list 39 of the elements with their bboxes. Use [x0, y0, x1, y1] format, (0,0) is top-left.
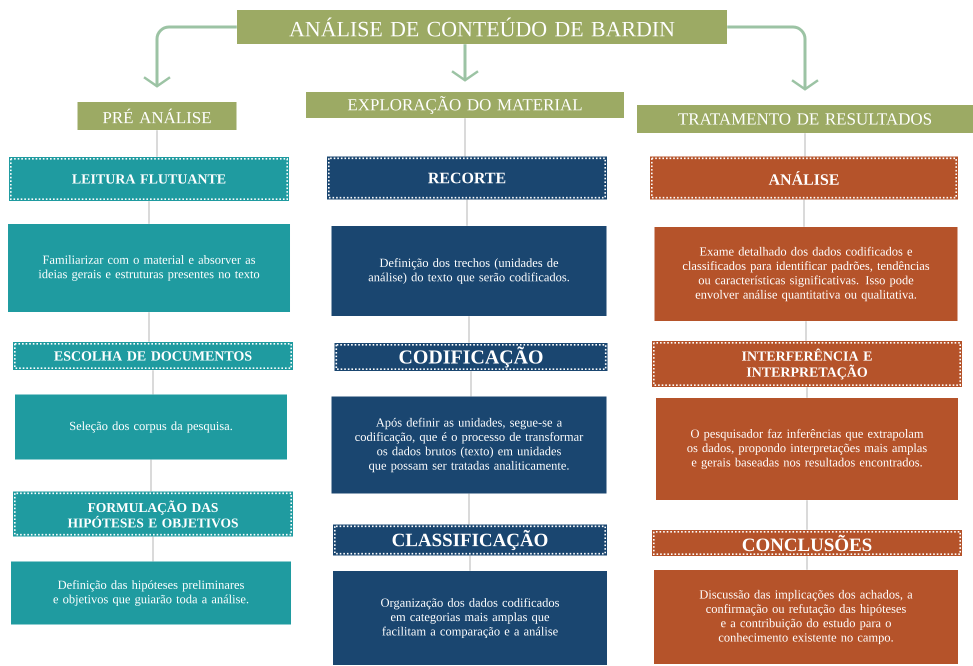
description-box: Familiarizar com o material e absorver as ideias gerais e estruturas presentes no texto — [8, 224, 290, 312]
connector-line — [806, 500, 808, 530]
step-header: CLASSIFICAÇÃO — [333, 524, 607, 556]
phase-box: EXPLORAÇÃO DO MATERIAL — [306, 92, 624, 118]
connector-line — [464, 118, 466, 157]
connector-line — [466, 199, 468, 226]
connector-line — [152, 370, 154, 395]
description-box: Exame detalhado dos dados codificados e classificados para identificar padrões, tendências ou características significativas. Isso pode envolver análise quantitativa ou qualitativa. — [654, 227, 958, 321]
curved-arrow — [727, 26, 819, 91]
step-header: INTERFERÊNCIA E INTERPRETAÇÃO — [652, 341, 962, 387]
connector-line — [468, 493, 470, 525]
title-box: ANÁLISE DE CONTEÚDO DE BARDIN — [237, 10, 727, 44]
step-header: RECORTE — [327, 156, 607, 200]
description-box: Após definir as unidades, segue-se a codificação, que é o processo de transformar os dados brutos (texto) em unidades que possam ser tratadas analiticamente. — [332, 396, 606, 494]
step-header: ESCOLHA DE DOCUMENTOS — [13, 342, 293, 370]
description-box: O pesquisador faz inferências que extrapolam os dados, propondo interpretações mais amplas e gerais baseadas nos resultados encontrados. — [656, 398, 958, 500]
phase-box: TRATAMENTO DE RESULTADOS — [637, 105, 973, 133]
connector-line — [152, 536, 154, 562]
step-header: ANÁLISE — [650, 156, 958, 200]
step-header: FORMULAÇÃO DAS HIPÓTESES E OBJETIVOS — [13, 492, 293, 536]
step-header: LEITURA FLUTUANTE — [9, 157, 289, 201]
description-box: Organização dos dados codificados em categorias mais amplas que facilitam a comparação e a análise — [333, 571, 607, 665]
connector-line — [156, 130, 158, 158]
connector-line — [148, 312, 150, 342]
description-box: Discussão das implicações dos achados, a confirmação ou refutação das hipóteses e a contribuição do estudo para o conhecimento existente no campo. — [654, 570, 958, 664]
step-header: CODIFICAÇÃO — [334, 343, 608, 371]
connector-line — [806, 386, 808, 398]
connector-line — [148, 200, 150, 224]
description-box: Seleção dos corpus da pesquisa. — [15, 394, 287, 460]
connector-line — [470, 370, 472, 397]
connector-line — [150, 459, 152, 492]
description-box: Definição dos trechos (unidades de análise) do texto que serão codificados. — [332, 226, 606, 316]
description-box: Definição das hipóteses preliminares e objetivos que guiarão toda a análise. — [11, 562, 291, 624]
connector-line — [806, 556, 808, 570]
step-header: CONCLUSÕES — [652, 530, 962, 556]
curved-arrow — [143, 26, 237, 88]
connector-line — [468, 316, 470, 344]
connector-line — [804, 132, 806, 157]
phase-box: PRÉ ANÁLISE — [78, 102, 236, 130]
